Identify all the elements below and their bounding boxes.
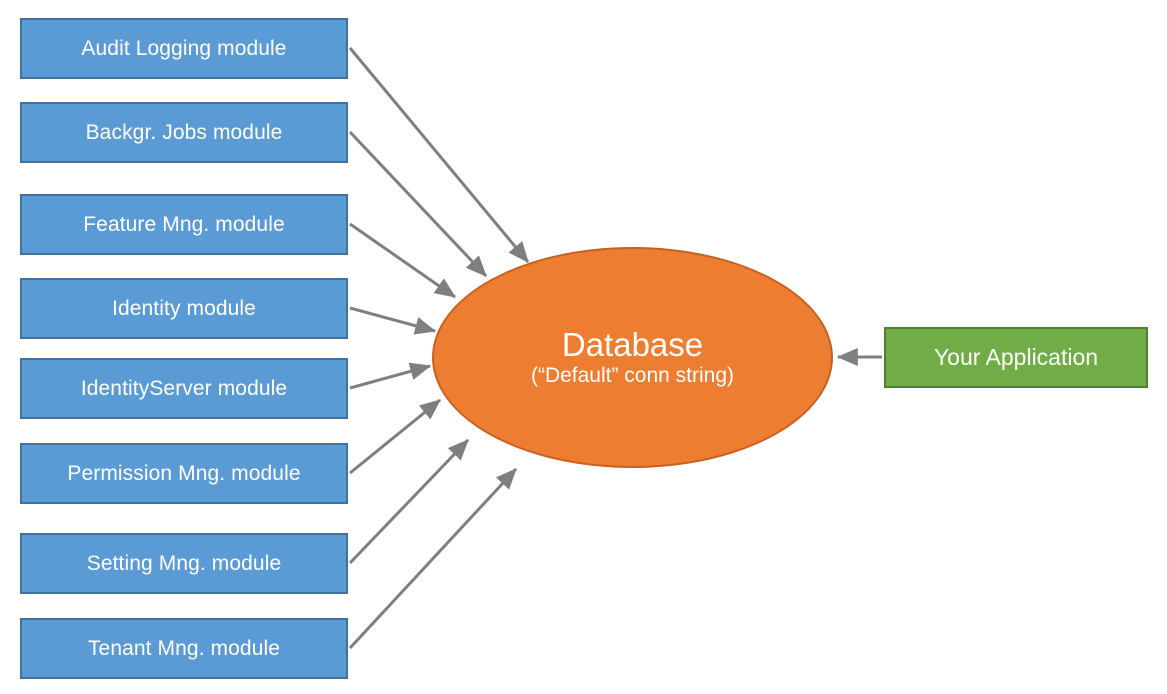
database-ellipse[interactable]: Database (“Default” conn string) — [432, 247, 833, 468]
arrow-identity-to-database — [349, 306, 437, 335]
module-label: Backgr. Jobs module — [85, 120, 283, 144]
module-box-identityserver[interactable]: IdentityServer module — [20, 358, 348, 419]
application-label: Your Application — [933, 343, 1099, 370]
your-application-box[interactable]: Your Application — [884, 327, 1148, 388]
module-label: Permission Mng. module — [67, 461, 301, 485]
module-box-permission-mng[interactable]: Permission Mng. module — [20, 443, 348, 504]
arrow-feature-mng-to-database — [349, 222, 456, 299]
arrow-setting-mng-to-database — [348, 438, 470, 565]
module-label: IdentityServer module — [80, 376, 288, 400]
arrow-permission-mng-to-database — [349, 398, 441, 475]
module-box-background-jobs[interactable]: Backgr. Jobs module — [20, 102, 348, 163]
arrow-audit-logging-to-database — [348, 47, 530, 263]
module-box-audit-logging[interactable]: Audit Logging module — [20, 18, 348, 79]
module-box-identity[interactable]: Identity module — [20, 278, 348, 339]
module-label: Identity module — [112, 296, 256, 320]
arrow-tenant-mng-to-database — [348, 467, 518, 650]
database-subtitle: (“Default” conn string) — [530, 364, 735, 388]
database-title: Database — [561, 325, 704, 363]
module-label: Setting Mng. module — [86, 551, 282, 575]
arrow-identityserver-to-database — [349, 362, 432, 390]
module-box-setting-mng[interactable]: Setting Mng. module — [20, 533, 348, 594]
module-box-feature-mng[interactable]: Feature Mng. module — [20, 194, 348, 255]
arrow-background-jobs-to-database — [348, 130, 488, 278]
module-label: Feature Mng. module — [83, 212, 285, 236]
module-label: Tenant Mng. module — [87, 636, 281, 660]
module-label: Audit Logging module — [81, 36, 287, 60]
module-box-tenant-mng[interactable]: Tenant Mng. module — [20, 618, 348, 679]
